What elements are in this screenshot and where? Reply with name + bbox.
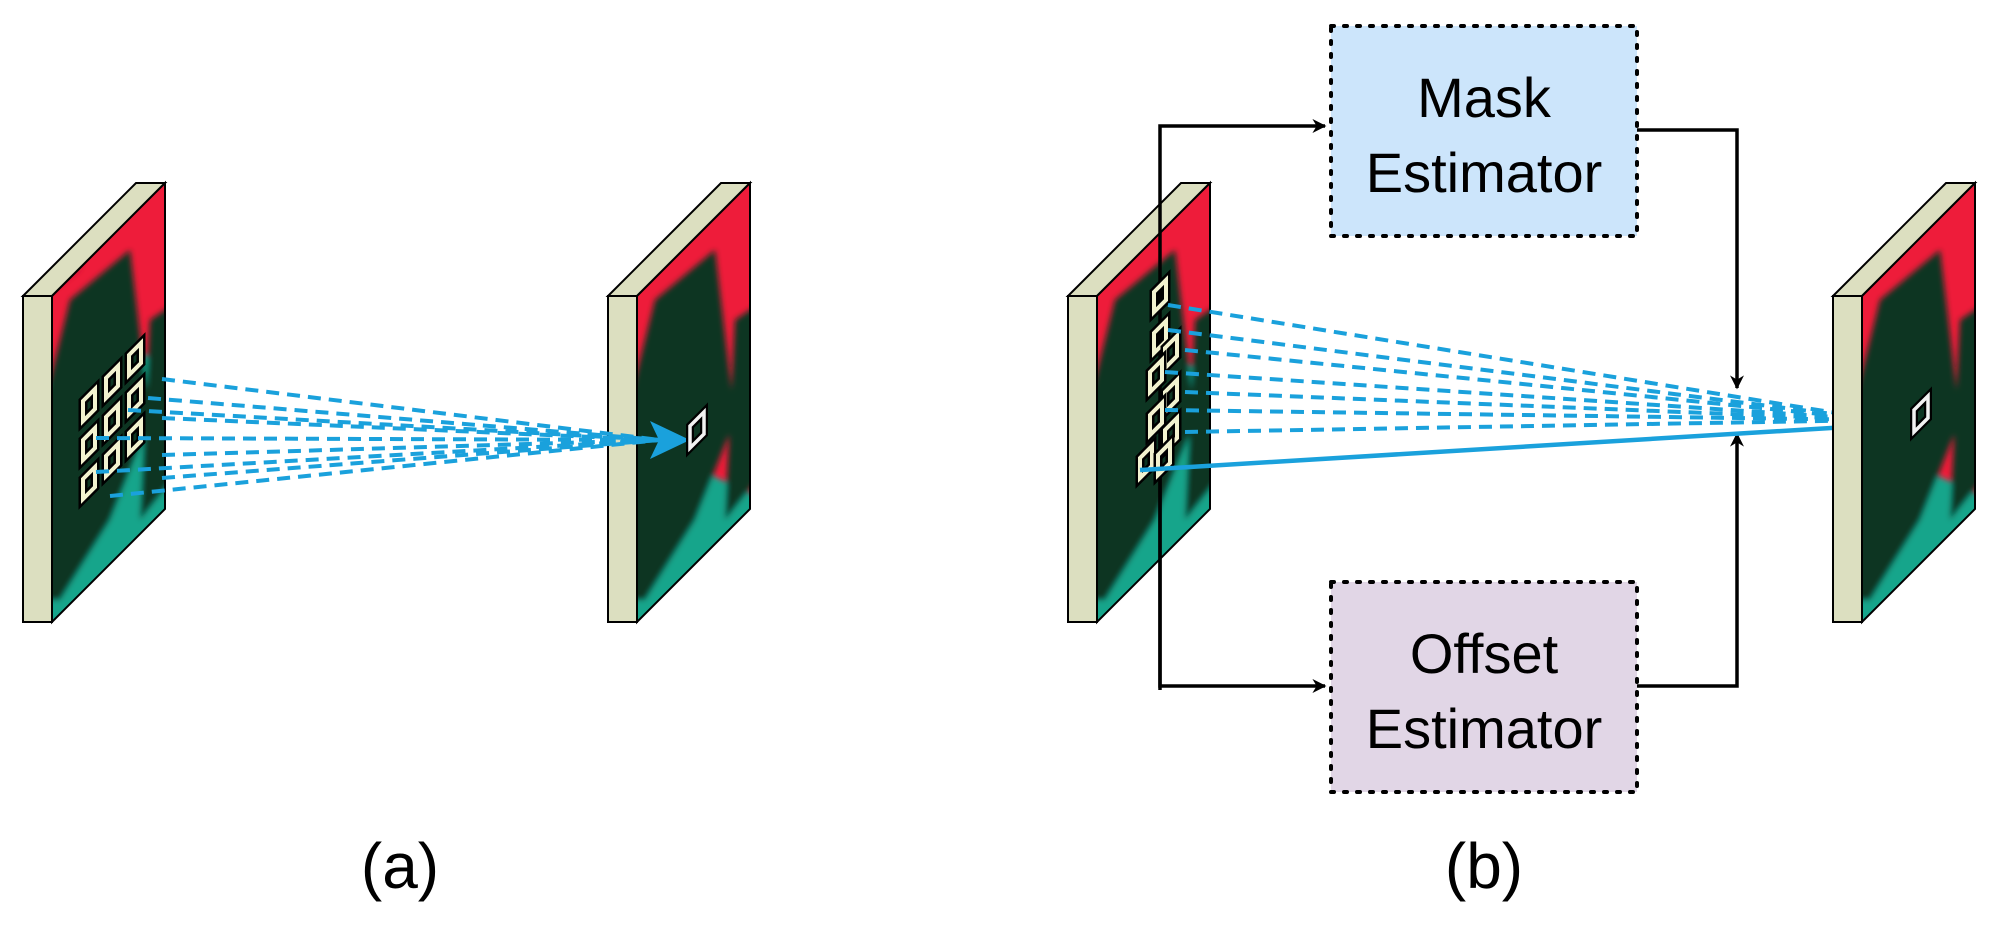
- slab-side-face: [22, 295, 53, 623]
- panel-b-caption: (b): [1445, 830, 1523, 902]
- panel-b-output-feature-map: [1830, 180, 1978, 625]
- flow-line-from-mask: [1637, 128, 1744, 390]
- kernel-sample-square: [1145, 392, 1167, 446]
- slab-front-outline: [51, 180, 166, 625]
- sampling-line: [161, 377, 661, 442]
- kernel-sample-square: [1145, 349, 1167, 403]
- panel-b: Mask Estimator Offset Estimator: [1065, 24, 1978, 902]
- sampling-line: [1164, 370, 1881, 422]
- slab-front-outline: [1096, 180, 1211, 625]
- kernel-sample-square: [1135, 435, 1157, 489]
- kernel-sample-square: [101, 433, 123, 487]
- output-pixel-square: [1910, 386, 1932, 442]
- arrowhead: [650, 421, 690, 459]
- sampling-line: [1167, 303, 1881, 422]
- sampling-line: [1184, 418, 1881, 434]
- kernel-sample-square: [101, 355, 123, 409]
- panel-a-caption: (a): [361, 830, 439, 902]
- kernel-sample-square: [78, 417, 100, 471]
- panel-b-input-feature-map: [1065, 180, 1213, 625]
- panel-b-flow-arrows: [1158, 119, 1744, 693]
- kernel-sample-square: [1149, 269, 1171, 323]
- panel-a-output-feature-map: [605, 180, 753, 625]
- panel-b-deformable-samples: [1135, 269, 1182, 489]
- sampling-line: [109, 438, 661, 498]
- panel-a-kernel-grid: [78, 332, 146, 510]
- slab-image-face: [637, 183, 750, 622]
- slab-side-face: [1067, 295, 1098, 623]
- mask-estimator-box: Mask Estimator: [1329, 24, 1639, 238]
- flow-line-to-offset: [1158, 440, 1327, 693]
- kernel-sample-square: [124, 371, 146, 425]
- mask-estimator-label-line1: Mask: [1417, 66, 1552, 129]
- kernel-sample-square: [124, 332, 146, 386]
- sampling-line: [1167, 328, 1881, 422]
- slab-side-face: [1832, 295, 1863, 623]
- kernel-sample-square: [78, 456, 100, 510]
- sampling-line: [161, 438, 661, 480]
- slab-front-outline: [1861, 180, 1976, 625]
- flow-line-from-offset: [1637, 432, 1744, 688]
- slab-image-face: [1862, 183, 1975, 622]
- sampling-line-solid: [1139, 422, 1881, 473]
- kernel-sample-square: [78, 378, 100, 432]
- mask-estimator-label-line2: Estimator: [1366, 141, 1603, 204]
- slab-front-outline: [636, 180, 751, 625]
- output-pixel-square: [686, 402, 708, 458]
- sampling-line: [1184, 390, 1881, 422]
- offset-estimator-label-line2: Estimator: [1366, 697, 1603, 760]
- panel-a: (a): [20, 180, 753, 902]
- slab-image-face: [52, 183, 165, 622]
- offset-estimator-label-line1: Offset: [1410, 622, 1559, 685]
- sampling-line: [1164, 408, 1881, 422]
- sampling-line: [1184, 348, 1881, 422]
- sampling-line: [95, 436, 661, 442]
- kernel-sample-square: [101, 394, 123, 448]
- sampling-line: [127, 408, 661, 442]
- offset-estimator-box: Offset Estimator: [1329, 580, 1639, 794]
- slab-side-face: [607, 295, 638, 623]
- panel-a-sampling-lines: [95, 377, 661, 498]
- sampling-line: [147, 396, 661, 442]
- sampling-line: [95, 438, 661, 474]
- kernel-sample-square: [124, 410, 146, 464]
- panel-b-sampling-lines: [1164, 303, 1881, 434]
